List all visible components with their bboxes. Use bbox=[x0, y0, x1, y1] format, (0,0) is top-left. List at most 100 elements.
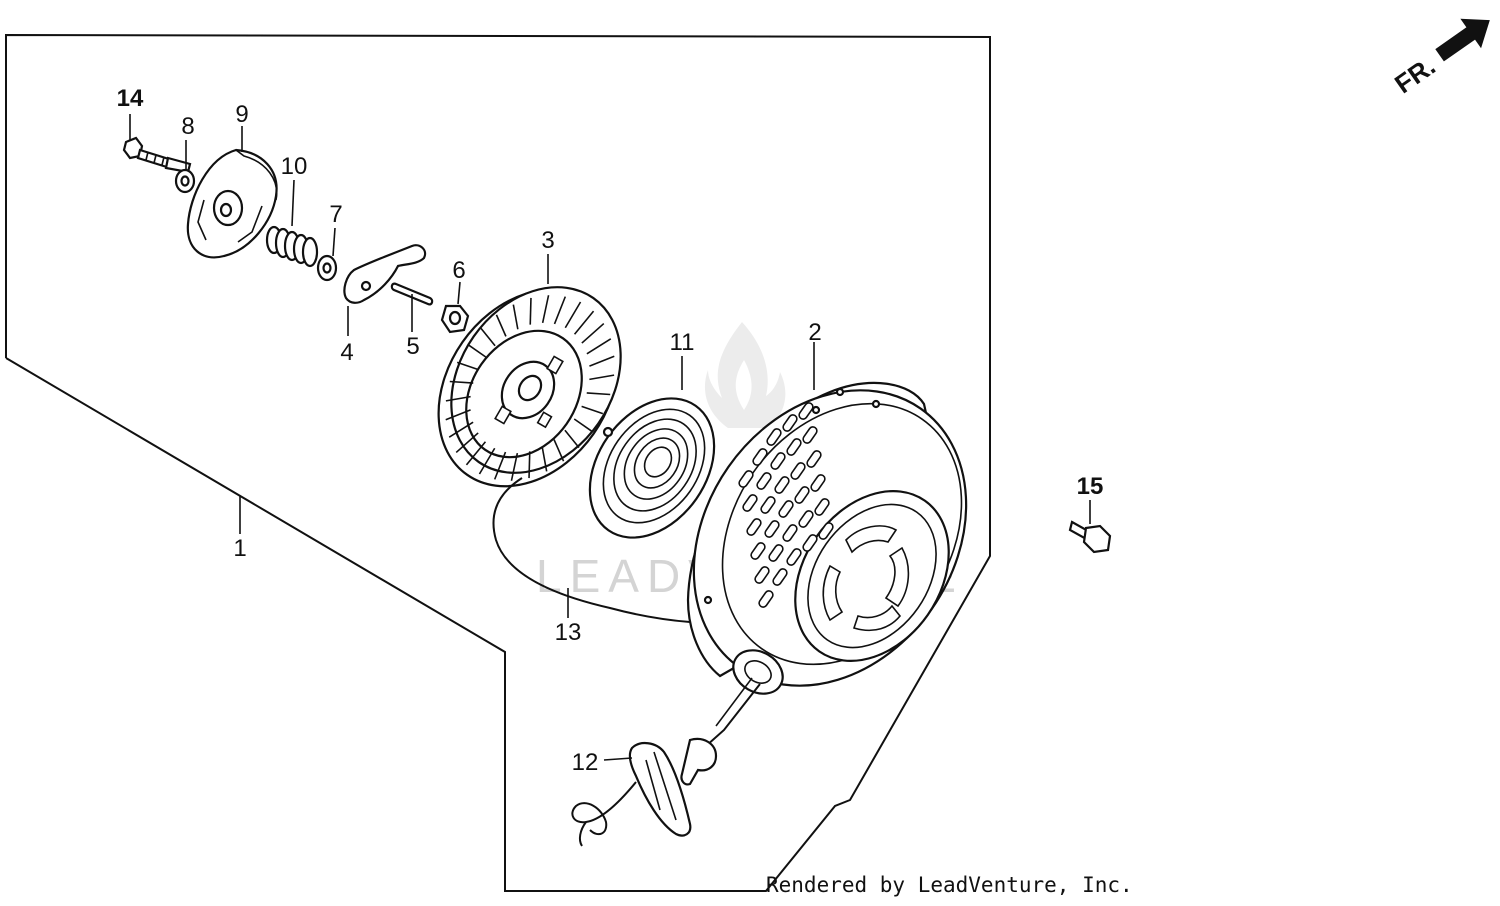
callout-11: 11 bbox=[670, 329, 695, 356]
callout-5: 5 bbox=[406, 333, 419, 360]
reel-fin bbox=[581, 322, 605, 344]
callout-4: 4 bbox=[340, 339, 353, 366]
reel-fin bbox=[445, 409, 471, 421]
case-vent-slot bbox=[798, 402, 814, 420]
part-3-recoil-reel bbox=[437, 286, 622, 488]
leader-lines bbox=[129, 114, 1091, 761]
callout-9: 9 bbox=[235, 101, 248, 128]
part-2-starter-case bbox=[686, 381, 968, 695]
reel-fin bbox=[465, 441, 487, 466]
reel-fin bbox=[448, 421, 474, 438]
callout-3: 3 bbox=[541, 227, 554, 254]
case-vent-slot bbox=[782, 524, 798, 542]
reel-fin bbox=[512, 304, 519, 330]
assembly-outline bbox=[5, 33, 991, 892]
callout-1: 1 bbox=[233, 535, 246, 562]
case-vent-slot bbox=[810, 474, 826, 492]
part-10-spring bbox=[265, 225, 319, 268]
case-vent-slot bbox=[756, 472, 772, 490]
callout-labels: 1 2 3 4 5 6 7 8 9 10 11 12 13 14 15 bbox=[117, 85, 1104, 776]
case-vent-slot bbox=[746, 518, 762, 536]
case-vent-slot bbox=[802, 534, 818, 552]
front-direction-marker: FR. bbox=[1389, 18, 1490, 100]
reel-fin bbox=[528, 451, 531, 479]
reel-fin bbox=[564, 301, 582, 329]
reel-fin bbox=[529, 297, 532, 325]
case-vent-slots bbox=[738, 402, 834, 608]
reel-fins bbox=[445, 295, 615, 481]
callout-8: 8 bbox=[181, 113, 194, 140]
reel-fin bbox=[586, 392, 611, 396]
case-vent-slot bbox=[738, 470, 754, 488]
callout-13: 13 bbox=[555, 619, 582, 646]
case-vent-slot bbox=[806, 450, 822, 468]
case-vent-slot bbox=[752, 448, 768, 466]
reel-fin bbox=[445, 395, 471, 402]
part-8-washer bbox=[174, 168, 196, 194]
case-vent-slot bbox=[778, 500, 794, 518]
case-vent-slot bbox=[754, 566, 770, 584]
case-vent-slot bbox=[774, 476, 790, 494]
case-vent-slot bbox=[786, 548, 802, 566]
reel-fin bbox=[456, 361, 479, 371]
reel-fin bbox=[589, 374, 615, 381]
part-9-friction-plate bbox=[186, 148, 278, 259]
reel-fin bbox=[553, 439, 565, 462]
case-vent-slot bbox=[814, 498, 830, 516]
case-vent-slot bbox=[742, 494, 758, 512]
arrow-up-right-icon bbox=[1435, 18, 1490, 62]
case-vent-slot bbox=[764, 520, 780, 538]
flame-logo-icon bbox=[704, 322, 786, 428]
callout-10: 10 bbox=[281, 153, 308, 180]
reel-fin bbox=[467, 343, 487, 358]
reel-fin bbox=[541, 446, 548, 472]
callout-15: 15 bbox=[1077, 473, 1104, 500]
callout-7: 7 bbox=[329, 201, 342, 228]
callout-2: 2 bbox=[808, 319, 821, 346]
case-vent-slot bbox=[782, 414, 798, 432]
credit-text: Rendered by LeadVenture, Inc. bbox=[766, 873, 1133, 897]
part-14-bolt bbox=[122, 136, 192, 174]
part-12-starter-handle bbox=[571, 737, 718, 847]
reel-fin bbox=[589, 355, 615, 367]
reel-fin bbox=[581, 405, 604, 415]
case-vent-slot bbox=[802, 426, 818, 444]
reel-fin bbox=[510, 452, 519, 481]
case-vent-slot bbox=[766, 428, 782, 446]
reel-fin bbox=[541, 295, 550, 324]
case-vent-slot bbox=[750, 542, 766, 560]
case-vent-slot bbox=[772, 568, 788, 586]
case-vent-slot bbox=[790, 462, 806, 480]
reel-fin bbox=[455, 432, 479, 454]
reel-fin bbox=[495, 314, 507, 337]
reel-fin bbox=[493, 451, 507, 480]
reel-fin bbox=[586, 338, 612, 355]
case-vent-slot bbox=[786, 438, 802, 456]
part-15-bolt bbox=[1068, 520, 1112, 554]
case-vent-slot bbox=[794, 486, 810, 504]
front-direction-label: FR. bbox=[1389, 51, 1441, 100]
callout-12: 12 bbox=[572, 749, 599, 776]
part-6-nut bbox=[440, 304, 470, 334]
case-vent-slot bbox=[818, 522, 834, 540]
case-vent-slot bbox=[798, 510, 814, 528]
reel-fin bbox=[573, 418, 593, 433]
reel-fin bbox=[449, 380, 474, 384]
callout-6: 6 bbox=[452, 257, 465, 284]
reel-fin bbox=[480, 327, 496, 347]
callout-14: 14 bbox=[117, 85, 144, 112]
handle-rope bbox=[705, 683, 761, 747]
case-vent-slot bbox=[768, 544, 784, 562]
reel-fin bbox=[553, 296, 567, 325]
part-13-starter-rope bbox=[492, 477, 691, 623]
case-vent-slot bbox=[770, 452, 786, 470]
case-vent-slot bbox=[760, 496, 776, 514]
case-vent-slot bbox=[758, 590, 774, 608]
reel-fin bbox=[478, 447, 496, 475]
reel-fin bbox=[573, 310, 595, 335]
part-7-washer bbox=[316, 254, 338, 282]
reel-fin bbox=[564, 429, 580, 449]
part-11-recoil-spring bbox=[588, 397, 716, 539]
part-4-ratchet-pawl bbox=[343, 244, 427, 304]
